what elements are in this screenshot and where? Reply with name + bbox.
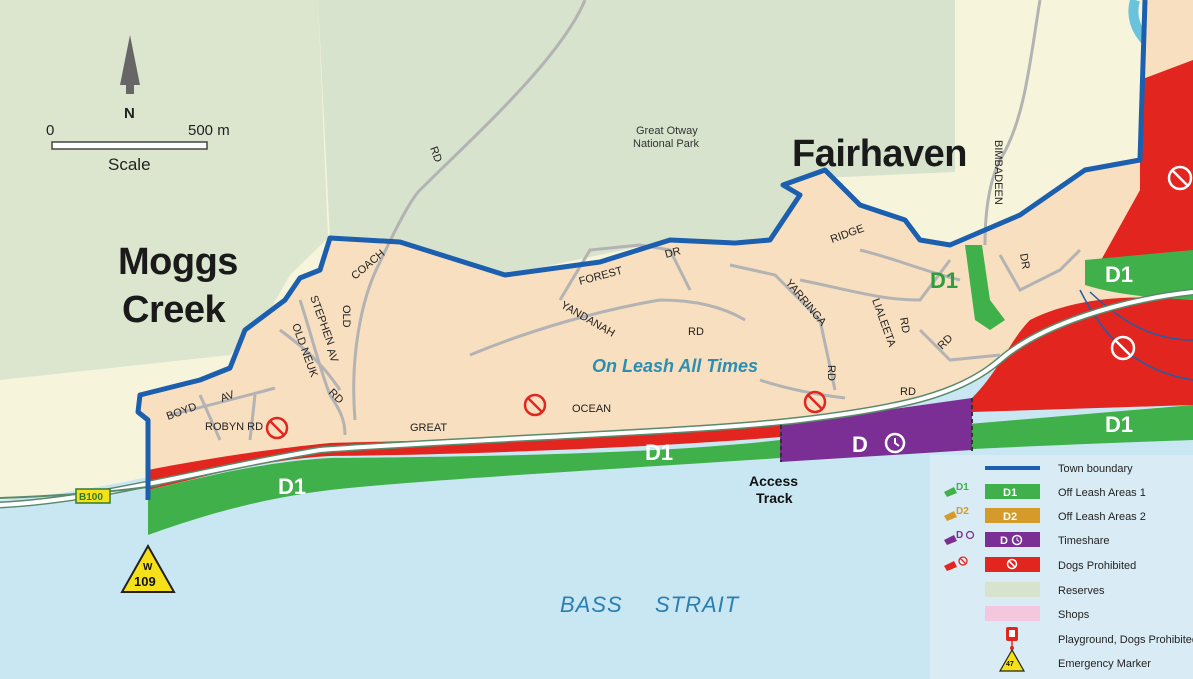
legend-label-prohibited: Dogs Prohibited (1058, 560, 1136, 572)
road-label-av-boyd: AV (219, 389, 237, 405)
legend-label-emergency: Emergency Marker (1058, 658, 1151, 670)
clock-icon-small (965, 530, 975, 540)
legend-background (930, 455, 1193, 679)
legend: Town boundary D1 D1 Off Leash Areas 1 D2… (930, 455, 1193, 679)
clock-icon-timeshare (884, 432, 906, 454)
legend-label-d2: Off Leash Areas 2 (1058, 511, 1146, 523)
d1-area-ridge (965, 245, 1005, 330)
prohibited-area-east-lower (972, 297, 1193, 412)
scale-label: Scale (108, 155, 151, 174)
on-leash-label: On Leash All Times (592, 356, 758, 376)
road-label-old1: OLD (340, 305, 352, 328)
reserve-area-west (0, 0, 328, 380)
no-dog-icon-west (265, 416, 289, 440)
leash-tag-icon-d1 (944, 487, 957, 497)
road-label-dr-east: DR (1017, 252, 1032, 270)
leash-tag-icon-timeshare (944, 535, 957, 545)
moggs-label-line1: Moggs (118, 241, 238, 283)
no-dog-icon-central (523, 393, 547, 417)
emergency-marker-num: 109 (134, 574, 156, 589)
road-label-rd-ocean: RD (900, 386, 916, 398)
town-boundary (135, 0, 1148, 500)
zone-label-d1-west: D1 (278, 474, 306, 499)
north-label: N (124, 105, 135, 122)
road-label-bimbadeen: BIMBADEEN (992, 140, 1004, 205)
no-dog-icon-east-lower (1110, 335, 1136, 361)
emergency-marker-legend-icon (998, 648, 1026, 672)
road-label-ocean: OCEAN (572, 403, 611, 415)
access-track-line1: Access (749, 473, 798, 489)
scale-zero: 0 (46, 122, 54, 139)
scale-bar (51, 141, 208, 150)
legend-badge-small-d2: D2 (956, 506, 969, 517)
legend-swatch-d1 (985, 484, 1040, 499)
zone-label-d1-mid: D1 (645, 440, 673, 465)
emergency-marker-icon (120, 543, 176, 593)
timeshare-area (780, 398, 972, 462)
legend-badge-timeshare: D (1000, 535, 1008, 547)
legend-badge-small-d1: D1 (956, 482, 969, 493)
road-label-dr-forest: DR (664, 245, 683, 261)
d1-area-ne (1085, 250, 1193, 300)
leash-tag-icon-prohibited (944, 561, 957, 571)
legend-label-town-boundary: Town boundary (1058, 463, 1133, 475)
b100-label: B100 (79, 492, 103, 503)
legend-swatch-shops (985, 606, 1040, 621)
legend-emergency-num: 47 (1006, 661, 1014, 668)
legend-label-d1: Off Leash Areas 1 (1058, 487, 1146, 499)
leash-tag-icon-d2 (944, 511, 957, 521)
sea-label-word1: BASS (560, 592, 623, 617)
no-dog-icon-small (958, 556, 968, 566)
zone-label-d1-ridge: D1 (930, 268, 958, 293)
legend-badge-d1: D1 (1003, 487, 1017, 499)
zone-label-timeshare: D (852, 432, 868, 457)
clock-icon-legend (1011, 534, 1023, 546)
b100-badge (75, 488, 111, 504)
road-label-rd-top: RD (427, 145, 444, 164)
road-label-great: GREAT (410, 422, 447, 434)
park-label-line2: National Park (633, 138, 700, 150)
road-label-robyn: ROBYN RD (205, 421, 263, 433)
legend-label-timeshare: Timeshare (1058, 535, 1110, 547)
no-dog-icon-east (803, 390, 827, 414)
sea-label-word2: STRAIT (655, 592, 740, 617)
road-label-rd-lialeeta: RD (897, 316, 912, 334)
park-label-line1: Great Otway (636, 125, 698, 137)
prohibited-area-east (1100, 60, 1193, 300)
prohibited-strip-west (148, 425, 780, 490)
national-park-area (318, 0, 955, 275)
north-arrow-icon (120, 35, 140, 94)
legend-label-playground: Playground, Dogs Prohibited (1058, 634, 1193, 646)
great-ocean-road-center (0, 290, 1193, 507)
access-track-line2: Track (756, 490, 793, 506)
legend-label-reserves: Reserves (1058, 585, 1105, 597)
no-dog-icon-ne (1167, 165, 1193, 191)
road-label-rd-yandanah: RD (688, 326, 704, 338)
no-dog-icon-legend (1006, 558, 1018, 570)
legend-badge-d2: D2 (1003, 511, 1017, 523)
playground-icon (1006, 627, 1018, 650)
zone-label-d1-ne: D1 (1105, 262, 1133, 287)
fairhaven-label: Fairhaven (792, 133, 967, 175)
moggs-label-line2: Creek (122, 289, 226, 331)
legend-swatch-reserves (985, 582, 1040, 597)
legend-badge-small-timeshare: D (956, 530, 963, 541)
road-label-rd-yarringa: RD (825, 365, 837, 381)
road-label-av1: AV (324, 347, 340, 365)
emergency-marker-top: W (143, 562, 153, 573)
legend-swatch-d2 (985, 508, 1040, 523)
zone-label-d1-east: D1 (1105, 412, 1133, 437)
legend-label-shops: Shops (1058, 609, 1090, 621)
scale-distance: 500 m (188, 122, 230, 139)
